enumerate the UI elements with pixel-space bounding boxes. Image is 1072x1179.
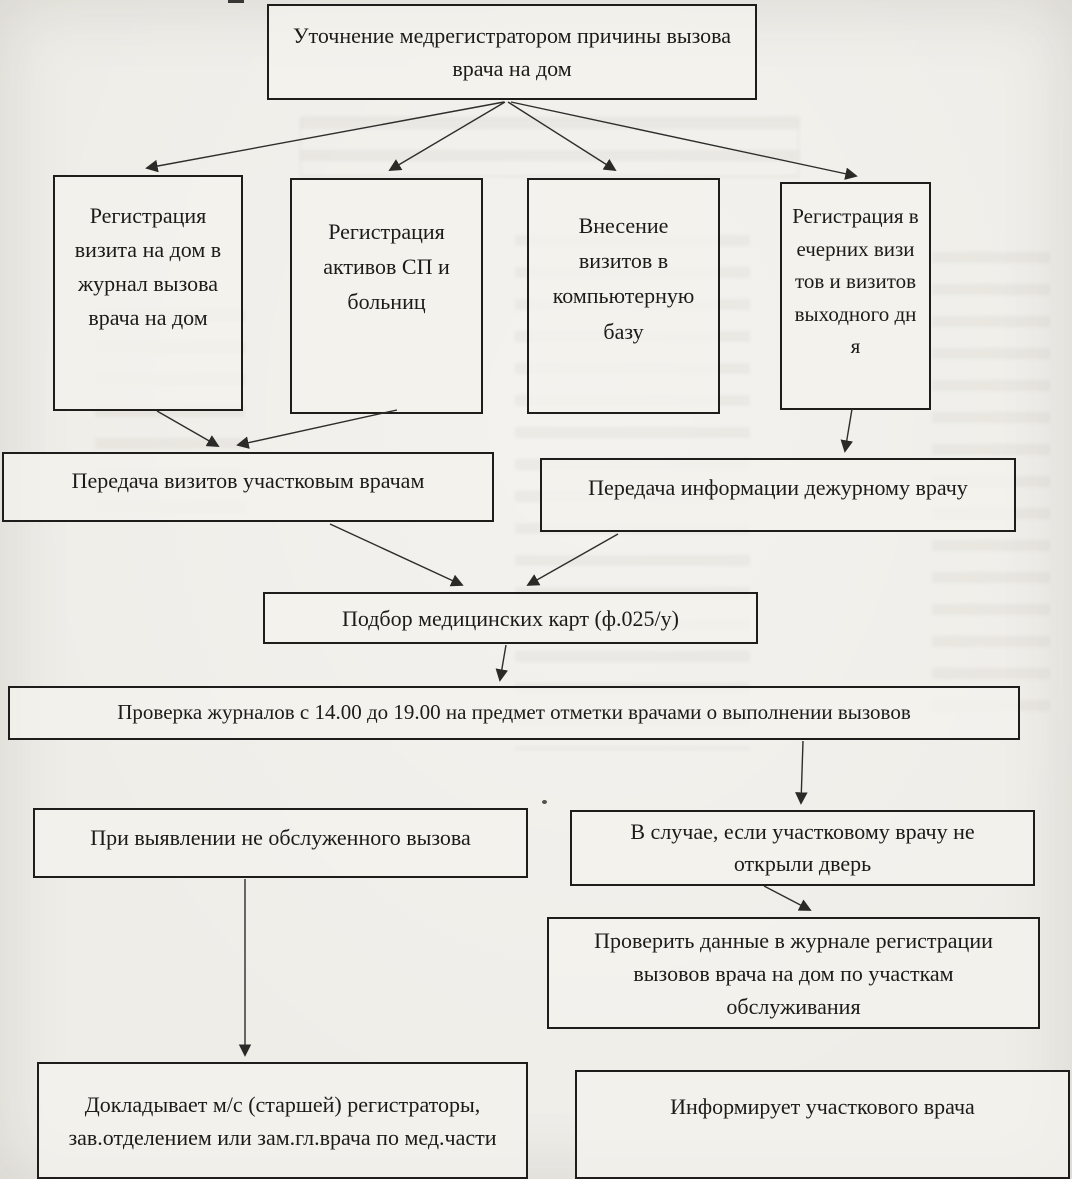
node-unserved-call-detected-label: При выявлении не обслуженного вызова: [90, 824, 471, 850]
node-select-medical-cards-label: Подбор медицинских карт (ф.025/у): [341, 605, 679, 631]
bleed-through-ghost-band: [300, 117, 799, 177]
node-check-journals-14-19-label: Проверка журналов с 14.00 до 19.00 на пр…: [117, 700, 911, 725]
node-inform-district-doctor-label: Информирует участкового врача: [670, 1094, 975, 1119]
node-clarify-call-reason: Уточнение медрегистратором причины вызов…: [267, 4, 757, 100]
node-register-sp-hospital-activs-label: Регистрация активов СП и больниц: [323, 219, 450, 315]
node-verify-call-registration-journal: Проверить данные в журнале регистрации в…: [547, 917, 1040, 1029]
node-register-evening-weekend-visits-label: Регистрация вечерних визитов и визитов в…: [792, 204, 919, 359]
scan-artifact: [228, 0, 244, 3]
node-unserved-call-detected: При выявлении не обслуженного вызова: [33, 808, 528, 878]
node-transfer-visits-district-doctors: Передача визитов участковым врачам: [2, 452, 494, 522]
node-register-home-visit-journal-label: Регистрация визита на дом в журнал вызов…: [74, 203, 222, 331]
node-transfer-visits-district-doctors-label: Передача визитов участковым врачам: [71, 467, 425, 493]
node-enter-visits-computer-db: Внесение визитов в компьютерную базу: [527, 178, 720, 414]
node-transfer-info-duty-doctor: Передача информации дежурному врачу: [540, 458, 1016, 532]
node-door-not-opened-label: В случае, если участковому врачу не откр…: [630, 819, 975, 876]
node-register-home-visit-journal: Регистрация визита на дом в журнал вызов…: [53, 175, 243, 411]
node-register-evening-weekend-visits: Регистрация вечерних визитов и визитов в…: [780, 182, 931, 410]
node-report-to-head: Докладывает м/с (старшей) регистраторы, …: [37, 1062, 528, 1179]
node-inform-district-doctor: Информирует участкового врача: [575, 1070, 1070, 1179]
node-transfer-info-duty-doctor-label: Передача информации дежурному врачу: [588, 474, 968, 500]
node-enter-visits-computer-db-label: Внесение визитов в компьютерную базу: [552, 213, 695, 344]
node-check-journals-14-19: Проверка журналов с 14.00 до 19.00 на пр…: [8, 686, 1020, 740]
node-door-not-opened: В случае, если участковому врачу не откр…: [570, 810, 1035, 886]
node-register-sp-hospital-activs: Регистрация активов СП и больниц: [290, 178, 483, 414]
scan-speck: [542, 800, 547, 804]
node-clarify-call-reason-label: Уточнение медрегистратором причины вызов…: [292, 23, 732, 81]
node-verify-call-registration-journal-label: Проверить данные в журнале регистрации в…: [594, 927, 993, 1019]
node-report-to-head-label: Докладывает м/с (старшей) регистраторы, …: [68, 1091, 497, 1150]
node-select-medical-cards: Подбор медицинских карт (ф.025/у): [263, 592, 758, 644]
